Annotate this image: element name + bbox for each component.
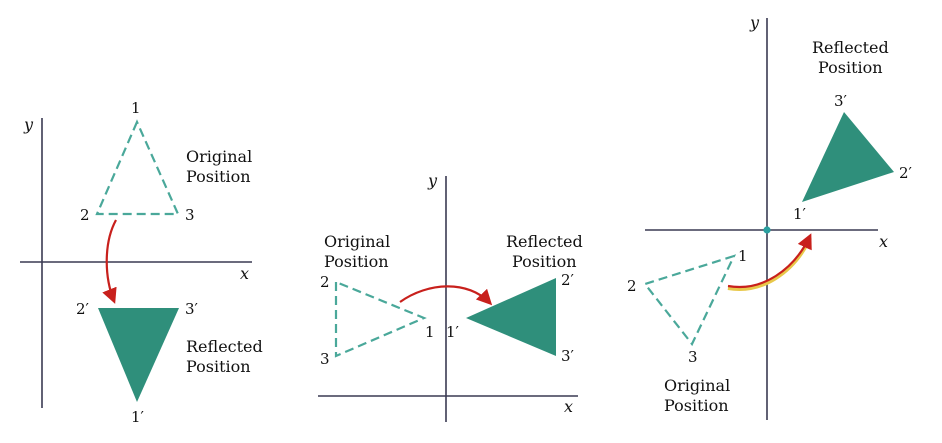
- panel-b-orig-vertex-1: 1: [425, 323, 435, 341]
- panel-b-reflected-label-2: Position: [512, 252, 577, 271]
- panel-a-orig-vertex-1: 1: [131, 99, 141, 117]
- panel-b-refl-vertex-3: 3′: [561, 347, 575, 365]
- panel-b-orig-vertex-2: 2: [320, 273, 330, 291]
- panel-a-original-triangle: [95, 119, 180, 216]
- panel-b-reflected-label: Reflected: [506, 232, 583, 251]
- panel-a: y x 1 2 3 Original Position 2′ 3′ 1′ Ref…: [20, 99, 263, 426]
- panel-c-reflected-triangle: [802, 112, 894, 202]
- panel-c-orig-vertex-2: 2: [627, 277, 637, 295]
- panel-a-orig-vertex-3: 3: [185, 206, 195, 224]
- panel-c-original-triangle: [643, 254, 737, 347]
- panel-b-original-triangle: [334, 280, 427, 358]
- panel-c-y-label: y: [749, 13, 760, 32]
- panel-b-y-label: y: [427, 171, 438, 190]
- panel-a-x-label: x: [240, 264, 249, 283]
- panel-a-y-label: y: [23, 115, 34, 134]
- panel-c: y x Reflected Position 3′ 2′ 1′ 1 2 3 Or…: [627, 13, 913, 420]
- panel-b-refl-vertex-1: 1′: [446, 323, 460, 341]
- panel-a-reflected-label: Reflected: [186, 337, 263, 356]
- panel-c-origin-point: [763, 226, 771, 234]
- panel-c-orig-vertex-3: 3: [688, 348, 698, 366]
- panel-b-refl-vertex-2: 2′: [561, 271, 575, 289]
- panel-c-orig-vertex-1: 1: [738, 247, 748, 265]
- panel-b-original-label-2: Position: [324, 252, 389, 271]
- panel-c-reflected-label-2: Position: [818, 58, 883, 77]
- panel-a-orig-vertex-2: 2: [80, 206, 90, 224]
- panel-a-original-label-2: Position: [186, 167, 251, 186]
- panel-b-original-label: Original: [324, 232, 390, 251]
- panel-a-reflection-arrow: [102, 219, 117, 304]
- panel-c-original-label: Original: [664, 376, 730, 395]
- panel-b-orig-vertex-3: 3: [320, 350, 330, 368]
- panel-a-reflected-label-2: Position: [186, 357, 251, 376]
- panel-c-x-label: x: [879, 232, 888, 251]
- panel-b-reflected-triangle: [466, 278, 556, 356]
- panel-b: y x 2 3 1 Original Position 1′ 2′ 3′ Ref…: [318, 171, 583, 422]
- panel-c-reflection-arrow: [727, 233, 812, 289]
- panel-c-original-label-2: Position: [664, 396, 729, 415]
- panel-a-reflected-triangle: [98, 308, 179, 402]
- panel-c-refl-vertex-2: 2′: [899, 164, 913, 182]
- panel-a-refl-vertex-2: 2′: [76, 300, 90, 318]
- panel-c-reflected-label: Reflected: [812, 38, 889, 57]
- panel-a-refl-vertex-1: 1′: [131, 408, 145, 426]
- panel-a-original-label: Original: [186, 147, 252, 166]
- panel-b-x-label: x: [564, 397, 573, 416]
- panel-c-refl-vertex-1: 1′: [793, 205, 807, 223]
- panel-a-refl-vertex-3: 3′: [185, 300, 199, 318]
- panel-c-refl-vertex-3: 3′: [834, 92, 848, 110]
- panel-b-reflection-arrow: [399, 285, 493, 306]
